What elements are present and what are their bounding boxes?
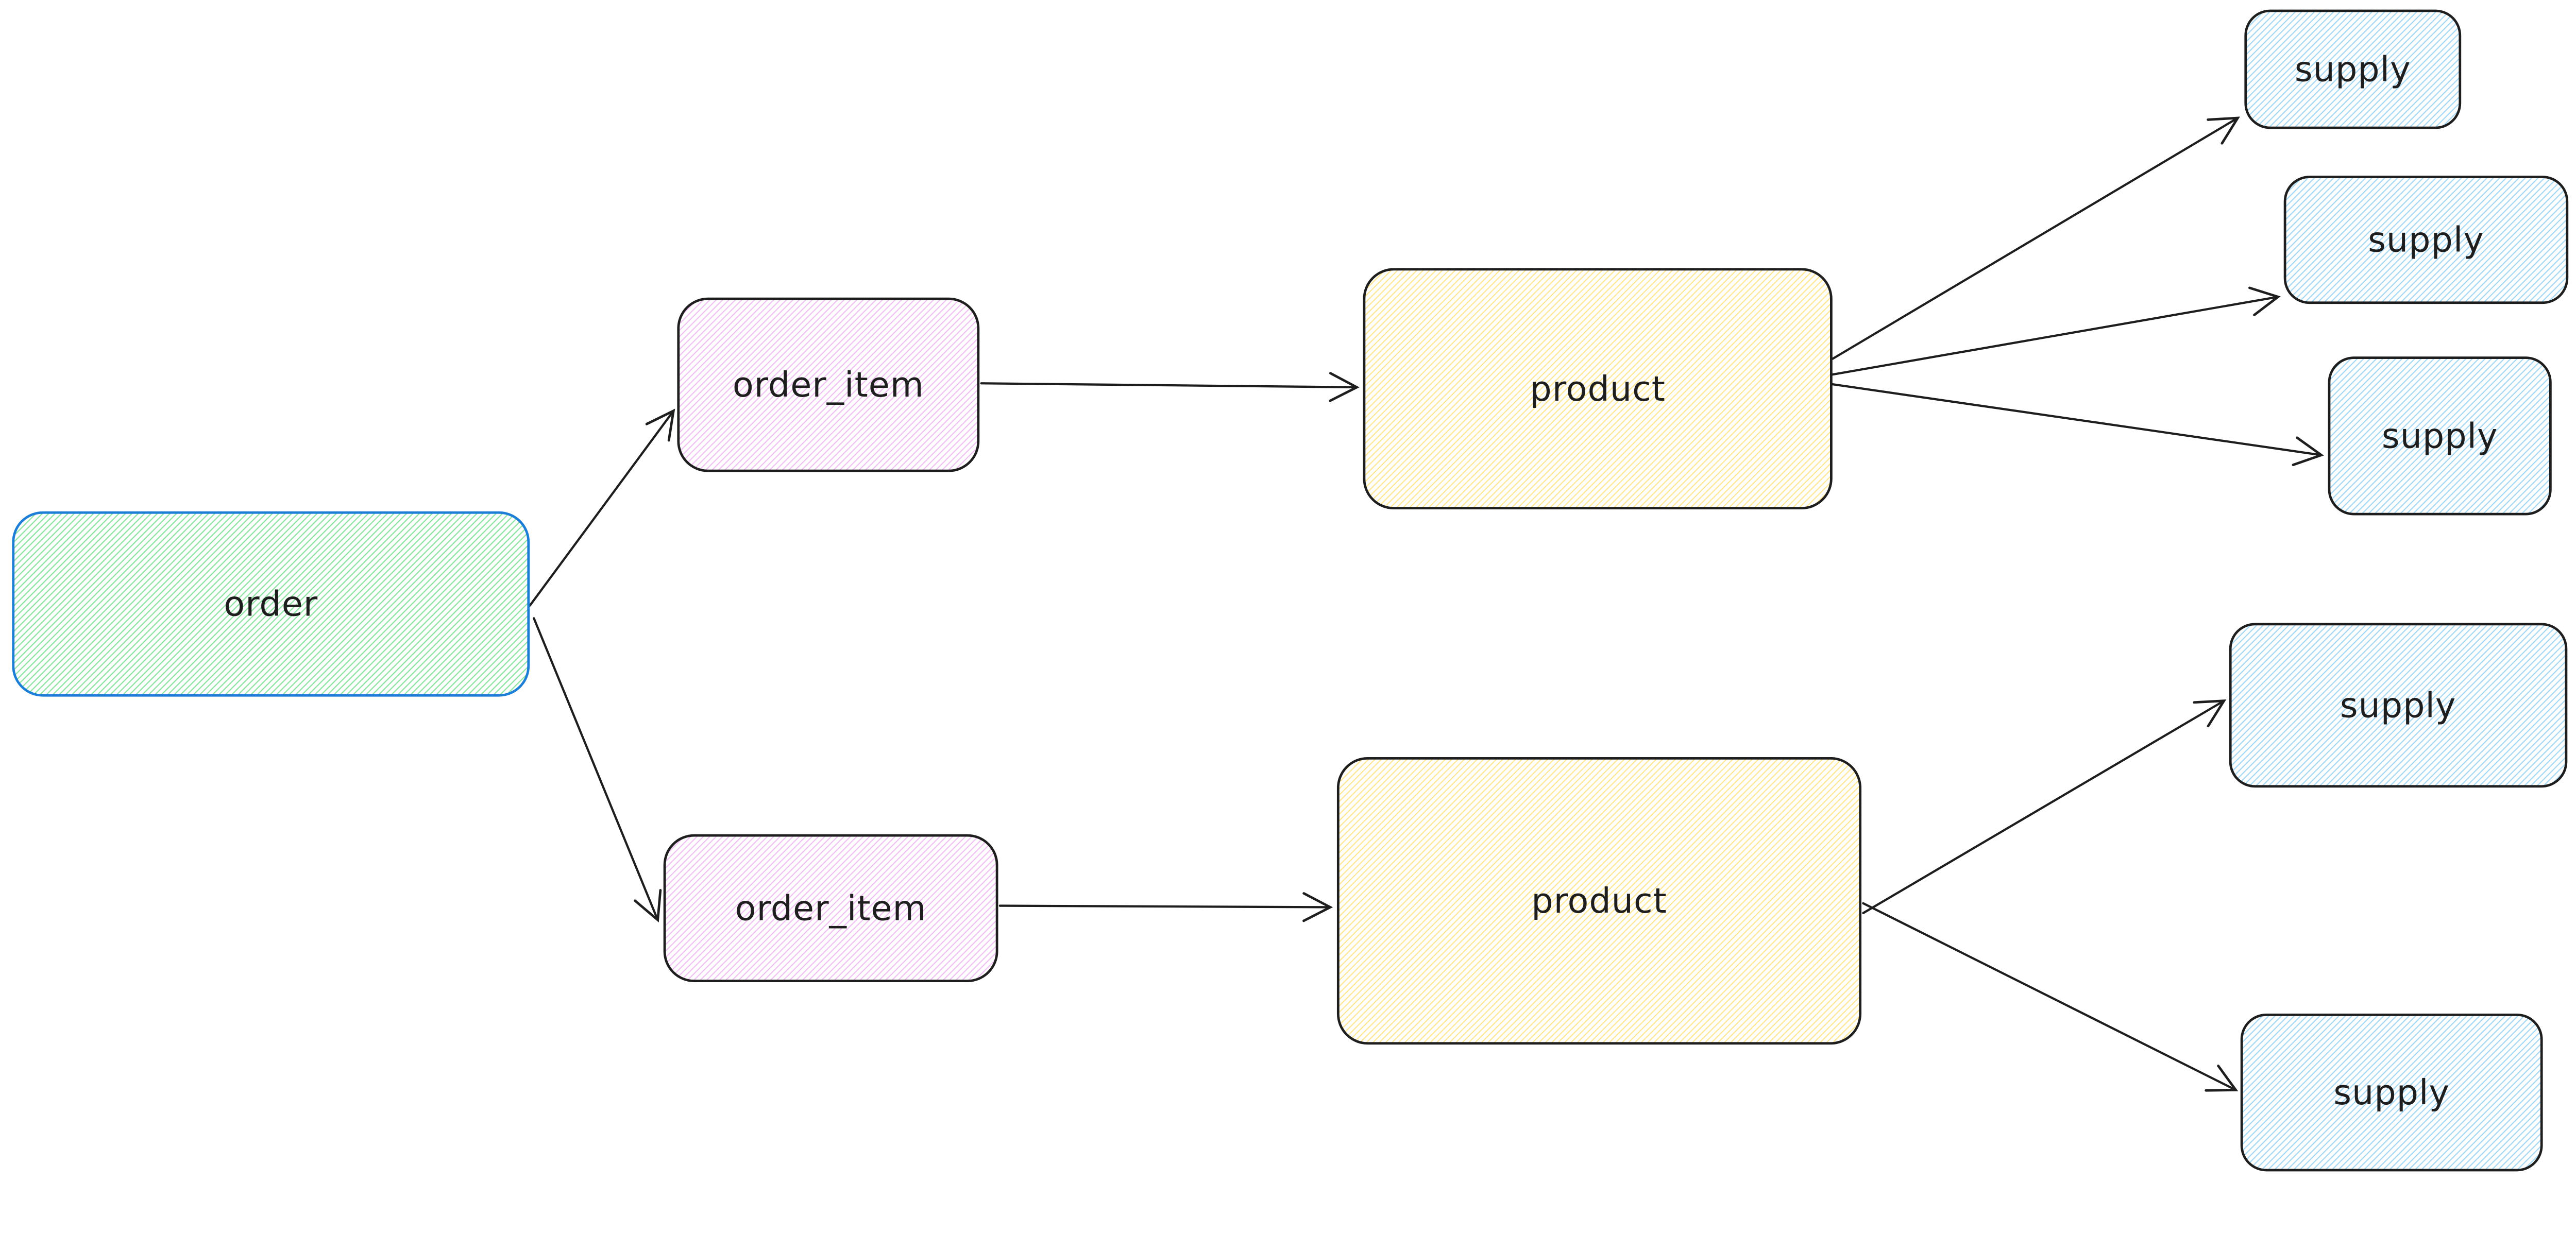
order-item-2-label: order_item [735, 888, 927, 928]
order-label: order [224, 584, 318, 624]
product-2-shape[interactable] [1336, 757, 1862, 1045]
edge-product-2-to-supply-5[interactable] [1862, 902, 2239, 1092]
node-order-item-2[interactable]: order_item [663, 834, 998, 982]
order-item-1-label: order_item [733, 365, 924, 405]
supply-3-label: supply [2382, 416, 2498, 456]
node-order[interactable]: order [12, 511, 530, 697]
edge-product-1-to-supply-2[interactable] [1832, 286, 2281, 376]
node-supply-1[interactable]: supply [2244, 9, 2462, 129]
node-supply-3[interactable]: supply [2328, 356, 2552, 516]
product-1-label: product [1530, 369, 1666, 409]
edge-product-2-to-supply-4[interactable] [1862, 699, 2227, 915]
supply-4-shape[interactable] [2229, 623, 2568, 788]
node-supply-2[interactable]: supply [2283, 176, 2569, 304]
edge-order-item-1-to-product-1[interactable] [980, 372, 1360, 402]
order-shape[interactable] [12, 511, 530, 697]
edge-order-to-order-item-1[interactable] [529, 408, 675, 607]
order-item-2-shape[interactable] [663, 834, 998, 982]
node-product-2[interactable]: product [1336, 757, 1862, 1045]
supply-2-shape[interactable] [2283, 176, 2569, 304]
supply-2-label: supply [2368, 220, 2484, 260]
edge-product-1-to-supply-1[interactable] [1832, 116, 2240, 360]
node-order-item-1[interactable]: order_item [677, 297, 980, 472]
supply-5-shape[interactable] [2240, 1014, 2543, 1172]
edge-order-item-2-to-product-2[interactable] [998, 892, 1333, 922]
node-supply-5[interactable]: supply [2240, 1014, 2543, 1172]
nodes-layer: order order_item product supply supply s… [12, 9, 2569, 1172]
node-supply-4[interactable]: supply [2229, 623, 2568, 788]
supply-4-label: supply [2340, 685, 2456, 725]
edge-order-to-order-item-2[interactable] [533, 617, 662, 923]
product-2-label: product [1531, 881, 1667, 921]
node-product-1[interactable]: product [1363, 268, 1833, 510]
order-item-1-shape[interactable] [677, 297, 980, 472]
supply-1-shape[interactable] [2244, 9, 2462, 129]
supply-3-shape[interactable] [2328, 356, 2552, 516]
whiteboard-canvas: order order_item product supply supply s… [12, 9, 2569, 1172]
edge-product-1-to-supply-3[interactable] [1832, 383, 2324, 467]
supply-1-label: supply [2295, 49, 2411, 90]
edges-layer [529, 116, 2324, 1092]
er-diagram: order order_item product supply supply s… [12, 9, 2569, 1172]
product-1-shape[interactable] [1363, 268, 1833, 510]
supply-5-label: supply [2333, 1072, 2450, 1112]
